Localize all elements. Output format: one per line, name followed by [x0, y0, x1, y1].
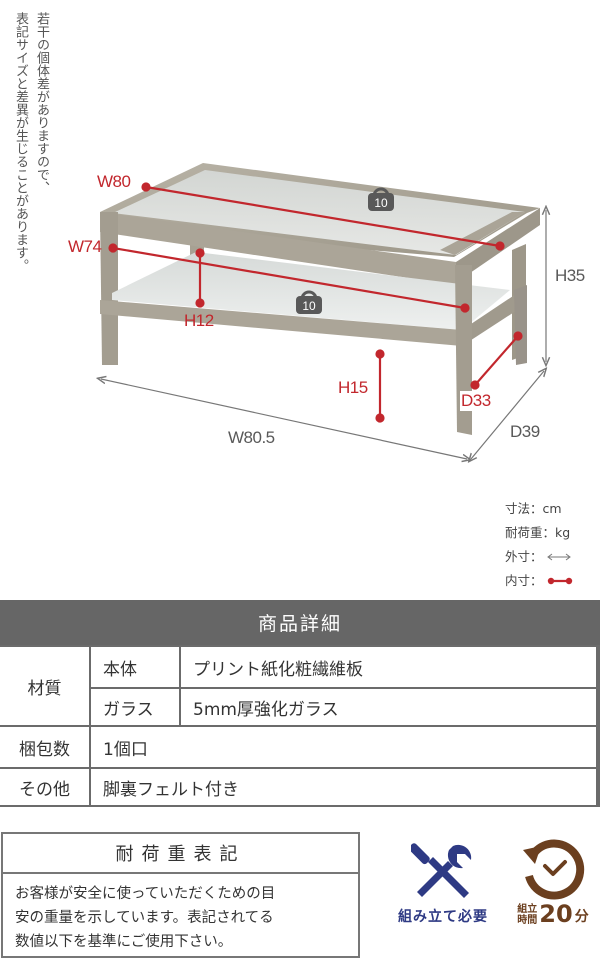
- assembly-label: 組み立て必要: [398, 909, 488, 925]
- assembly-time-badge: 組立 時間 20 分: [508, 838, 598, 926]
- disclaimer-line-2: 表記サイズと差異が生じることがあります。: [13, 12, 28, 272]
- time-number: 20: [539, 900, 573, 928]
- weight-badge-shelf: 10: [296, 290, 322, 314]
- legend-outer: 外寸：: [505, 549, 543, 564]
- disclaimer-line-1: 若干の個体差がありますので、: [34, 12, 49, 194]
- dim-outer-depth: D39: [510, 422, 540, 441]
- load-notice-line: 安の重量を示しています。表記されてる: [15, 910, 274, 926]
- dim-outer-height: H35: [555, 266, 585, 285]
- legend-inner: 内寸：: [505, 573, 543, 588]
- load-notice-title: 耐荷重表記: [3, 834, 358, 874]
- wrench-screwdriver-icon: [411, 843, 472, 898]
- load-notice-line: 数値以下を基準にご使用下さい。: [15, 934, 233, 950]
- dim-outer-width: W80.5: [228, 428, 275, 447]
- table-row: 材質 本体 プリント紙化粧繊維板: [0, 645, 600, 727]
- spec-value-other: 脚裏フェルト付き: [89, 767, 600, 807]
- load-notice-box: 耐荷重表記 お客様が安全に使っていただくための目 安の重量を示しています。表記さ…: [1, 832, 360, 958]
- dim-shelf-gap-height: H12: [184, 311, 214, 330]
- load-notice-line: お客様が安全に使っていただくための目: [15, 886, 276, 902]
- spec-label-packages: 梱包数: [0, 725, 91, 769]
- table-row: 梱包数 1個口: [0, 725, 600, 769]
- weight-badge-top: 10: [368, 187, 394, 211]
- svg-text:10: 10: [302, 299, 316, 313]
- table-illustration: 10 10: [0, 163, 600, 480]
- spec-sub-body: 本体: [89, 645, 181, 689]
- spec-value-glass: 5mm厚強化ガラス: [179, 687, 600, 727]
- table-row: ガラス 5mm厚強化ガラス: [0, 687, 600, 727]
- dimension-legend: 寸法：cm 耐荷重：kg 外寸： 内寸：: [505, 497, 573, 593]
- dim-floor-clearance: H15: [338, 378, 368, 397]
- size-disclaimer: 若干の個体差がありますので、 表記サイズと差異が生じることがあります。: [12, 12, 50, 272]
- time-label-bottom: 時間: [517, 915, 538, 926]
- spec-value-packages: 1個口: [89, 725, 600, 769]
- spec-value-body: プリント紙化粧繊維板: [179, 645, 600, 689]
- spec-sub-glass: ガラス: [90, 687, 181, 727]
- product-dimension-diagram: 10 10 W80 W74 H12 H15 D33: [0, 140, 600, 480]
- dim-top-width: W80: [97, 172, 131, 191]
- table-row: その他 脚裏フェルト付き: [0, 767, 600, 807]
- legend-unit-load: 耐荷重：kg: [505, 525, 571, 540]
- spec-table: 材質 本体 プリント紙化粧繊維板 ガラス 5mm厚強化ガラス 梱包数 1個口 そ…: [0, 645, 600, 807]
- spec-title: 商品詳細: [0, 600, 600, 645]
- double-arrow-icon: [546, 553, 571, 561]
- time-label-top: 組立: [517, 904, 538, 915]
- legend-unit-size: 寸法：cm: [505, 501, 562, 516]
- clock-icon: [523, 839, 585, 900]
- time-unit: 分: [574, 909, 589, 925]
- svg-text:10: 10: [374, 196, 388, 210]
- dim-inner-depth: D33: [460, 391, 492, 411]
- spec-label-other: その他: [0, 767, 91, 807]
- red-dot-line-icon: [547, 577, 573, 585]
- assembly-time-label: 組立 時間 20 分: [517, 902, 588, 926]
- load-notice-body: お客様が安全に使っていただくための目 安の重量を示しています。表記されてる 数値…: [3, 874, 358, 962]
- dim-shelf-width: W74: [68, 237, 102, 256]
- spec-label-material: 材質: [0, 645, 91, 727]
- assembly-required-badge: 組み立て必要: [388, 840, 498, 926]
